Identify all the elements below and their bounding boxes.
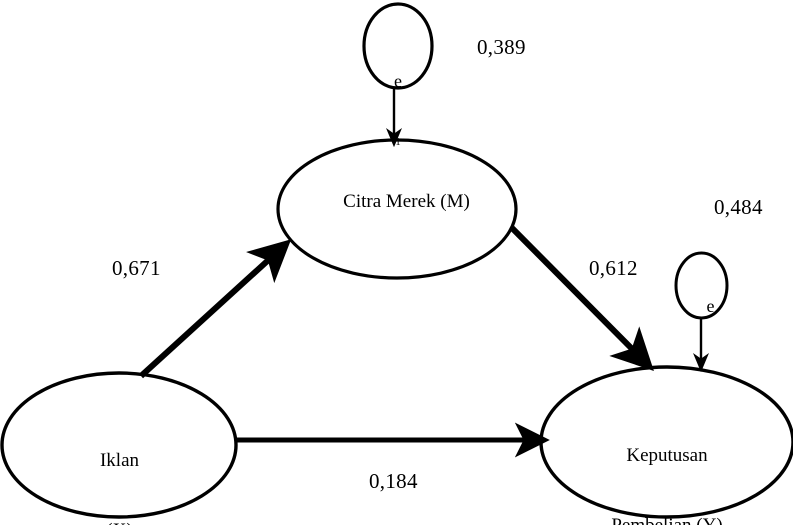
coefficient-iklan-to-citra-merek: 0,671	[112, 256, 161, 280]
coefficient-error1-variance: 0,389	[477, 35, 526, 59]
node-keputusan-shape[interactable]	[539, 365, 793, 519]
coefficient-citra-merek-to-keputusan: 0,612	[589, 256, 638, 280]
node-citra-merek-shape[interactable]	[276, 138, 518, 280]
node-error-1-shape[interactable]	[362, 2, 434, 90]
path-iklan-to-citra-merek[interactable]	[138, 239, 292, 379]
node-error-2-shape[interactable]	[674, 251, 729, 320]
path-citra-merek-to-keputusan[interactable]	[509, 225, 654, 371]
coefficient-iklan-to-keputusan: 0,184	[369, 469, 418, 493]
node-iklan-shape[interactable]	[0, 371, 238, 519]
coefficient-error2-variance: 0,484	[714, 195, 763, 219]
